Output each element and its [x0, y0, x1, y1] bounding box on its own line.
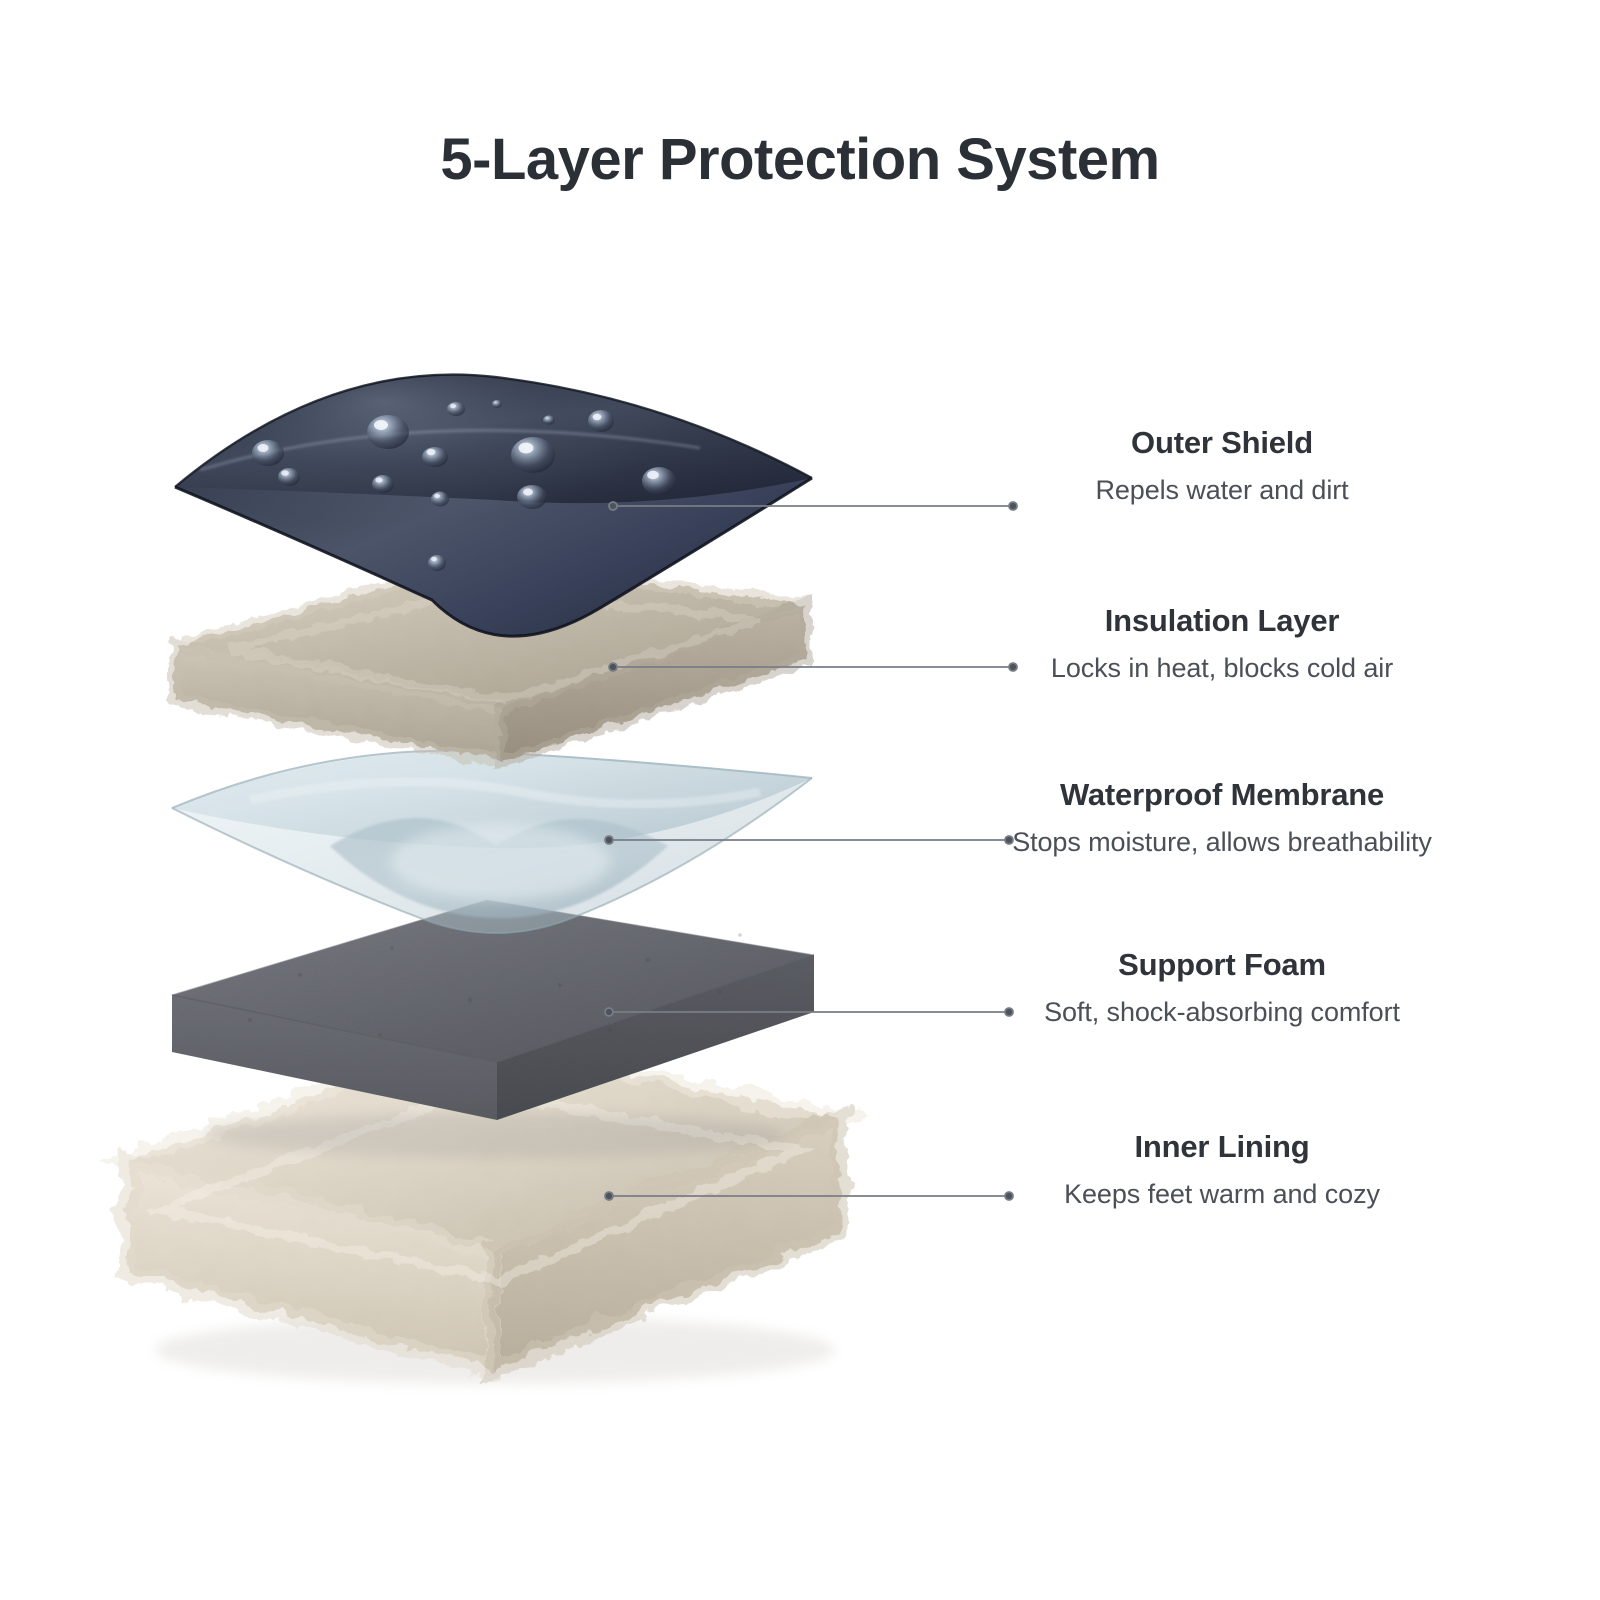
callout-inner-lining: Inner Lining Keeps feet warm and cozy	[872, 1128, 1572, 1212]
callout-title: Support Foam	[1118, 947, 1326, 982]
layer-waterproof-membrane-art	[171, 749, 813, 934]
water-droplets	[252, 400, 676, 571]
callout-description: Keeps feet warm and cozy	[1064, 1178, 1380, 1209]
callout-description: Stops moisture, allows breathability	[1012, 826, 1432, 857]
callout-title: Waterproof Membrane	[1059, 777, 1385, 812]
callout-title: Insulation Layer	[1104, 603, 1340, 638]
callout-description: Locks in heat, blocks cold air	[1050, 652, 1394, 683]
exploded-layer-diagram	[100, 373, 869, 1384]
callout-waterproof-membrane: Waterproof Membrane Stops moisture, allo…	[872, 776, 1572, 860]
page-title: 5-Layer Protection System	[440, 127, 1160, 192]
callout-support-foam: Support Foam Soft, shock-absorbing comfo…	[872, 946, 1572, 1030]
callout-title: Outer Shield	[1131, 425, 1313, 460]
callout-description: Repels water and dirt	[1095, 474, 1349, 505]
callout-insulation-layer: Insulation Layer Locks in heat, blocks c…	[872, 602, 1572, 686]
layer-support-foam-art	[171, 899, 815, 1157]
callout-outer-shield: Outer Shield Repels water and dirt	[872, 424, 1572, 508]
callout-description: Soft, shock-absorbing comfort	[1044, 996, 1400, 1027]
callout-title: Inner Lining	[1134, 1129, 1310, 1164]
